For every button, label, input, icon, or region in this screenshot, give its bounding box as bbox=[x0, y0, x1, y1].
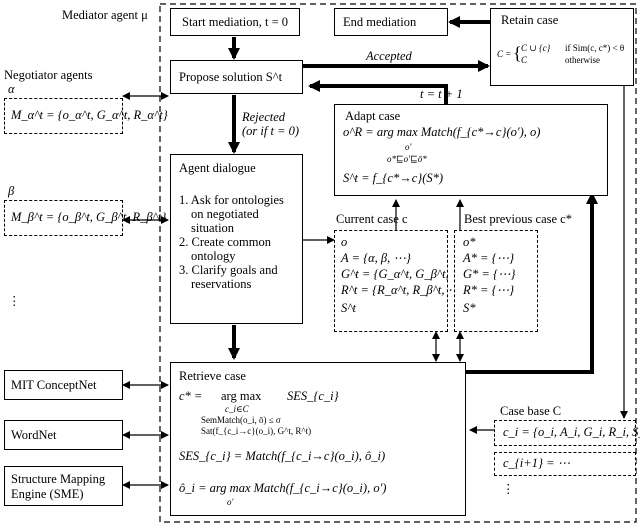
propose-solution-box: Propose solution S^t bbox=[170, 60, 303, 94]
dialogue-step-1c: situation bbox=[191, 221, 235, 235]
adapt-case-box: Adapt case o^R = arg max Match(f_{c*→c}(… bbox=[334, 104, 608, 196]
retain-case-title: Retain case bbox=[501, 13, 559, 27]
retrieve-eq1-rhs: SES_{c_i} bbox=[287, 389, 339, 403]
sme-label-line1: Structure Mapping bbox=[11, 472, 106, 486]
negotiator-alpha: M_α^t = {o_α^t, G_α^t, R_α^t} bbox=[4, 98, 168, 134]
alpha-label: α bbox=[8, 82, 15, 96]
case-base-ellipsis: ⋮ bbox=[502, 482, 515, 496]
increment-label: t = t + 1 bbox=[420, 87, 463, 101]
current-case-r: R^t = {R_α^t, R_β^t, ⋯} bbox=[341, 283, 466, 297]
retrieve-eq3-sub: o′ bbox=[227, 497, 234, 507]
dialogue-step-2a: 2. Create common bbox=[179, 235, 271, 249]
negotiator-beta: M_β^t = {o_β^t, G_β^t, R_β^t} bbox=[4, 200, 166, 236]
retain-cond2: otherwise bbox=[565, 55, 600, 65]
dialogue-step-1b: on negotiated bbox=[191, 207, 259, 221]
mediator-title: Mediator agent μ bbox=[62, 8, 148, 22]
retrieve-eq1-lhs: c* = bbox=[179, 389, 203, 403]
negotiators-title: Negotiator agents bbox=[4, 68, 93, 82]
conceptnet-box: MIT ConceptNet bbox=[4, 370, 123, 400]
retrieve-eq3: ô_i = arg max Match(f_{c_i→c}(o_i), o′) bbox=[179, 481, 387, 495]
current-case-title: Current case c bbox=[336, 212, 408, 226]
best-case-box: o* A* = {⋯} G* = {⋯} R* = {⋯} S* bbox=[454, 230, 538, 332]
negotiators-ellipsis: ⋮ bbox=[8, 294, 21, 308]
retrieve-cond1: SemMatch(o_i, ō) ≤ σ bbox=[201, 415, 281, 425]
case-base-item-2: c_{i+1} = ⋯ bbox=[494, 452, 636, 476]
adapt-case-title: Adapt case bbox=[345, 109, 401, 123]
adapt-under1: o′ bbox=[405, 142, 412, 152]
beta-label: β bbox=[8, 184, 15, 198]
current-case-a: A = {α, β, ⋯} bbox=[341, 251, 411, 265]
best-case-g: G* = {⋯} bbox=[463, 267, 516, 281]
wordnet-label: WordNet bbox=[11, 428, 57, 442]
retrieve-eq1-op: arg max bbox=[221, 389, 262, 403]
arrow-loop-increment bbox=[308, 80, 448, 104]
rejected-label: Rejected bbox=[242, 110, 286, 124]
adapt-eq2: S^t = f_{c*→c}(S*) bbox=[343, 171, 444, 185]
best-case-o: o* bbox=[463, 235, 476, 249]
end-mediation-box: End mediation bbox=[334, 8, 448, 36]
best-case-r: R* = {⋯} bbox=[463, 283, 515, 297]
beta-formula: M_β^t = {o_β^t, G_β^t, R_β^t} bbox=[11, 210, 167, 224]
mediator-frame bbox=[159, 3, 637, 523]
best-case-s: S* bbox=[463, 301, 476, 315]
retrieve-eq1-sub: c_i∈C bbox=[225, 404, 249, 414]
retrieve-case-box: Retrieve case c* = arg max c_i∈C SES_{c_… bbox=[170, 362, 466, 516]
current-case-box: o A = {α, β, ⋯} G^t = {G_α^t, G_β^t, ⋯} … bbox=[334, 230, 469, 332]
current-case-g: G^t = {G_α^t, G_β^t, ⋯} bbox=[341, 267, 470, 281]
retain-case1: C ∪ {c} bbox=[521, 43, 551, 53]
adapt-eq1: o^R = arg max Match(f_{c*→c}(o′), o) bbox=[343, 125, 541, 139]
case-base-item-1: c_i = {o_i, A_i, G_i, R_i, S_i} bbox=[494, 420, 640, 446]
start-mediation-label: Start mediation, t = 0 bbox=[182, 14, 288, 29]
retain-case-box: Retain case C = { C ∪ {c} if Sim(c, c*) … bbox=[490, 8, 634, 86]
agent-dialogue-title: Agent dialogue bbox=[179, 161, 256, 175]
conceptnet-label: MIT ConceptNet bbox=[11, 378, 97, 392]
loop-retrieve-right bbox=[466, 198, 594, 374]
retain-case-lhs: C = bbox=[497, 49, 512, 59]
dialogue-step-3b: reservations bbox=[191, 277, 252, 291]
retrieve-cond2: Sat(f_{c_i→c}(o_i), G^t, R^t) bbox=[201, 426, 312, 436]
retrieve-case-title: Retrieve case bbox=[179, 369, 246, 383]
propose-solution-label: Propose solution S^t bbox=[179, 70, 283, 84]
dialogue-step-3a: 3. Clarify goals and bbox=[179, 263, 278, 277]
retain-cond1: if Sim(c, c*) < θ bbox=[565, 43, 625, 53]
best-case-a: A* = {⋯} bbox=[463, 251, 515, 265]
alpha-formula: M_α^t = {o_α^t, G_α^t, R_α^t} bbox=[11, 108, 168, 122]
case-base-title: Case base C bbox=[500, 404, 562, 418]
retain-case2: C bbox=[521, 55, 528, 65]
retrieve-eq2: SES_{c_i} = Match(f_{c_i→c}(o_i), ô_i) bbox=[179, 449, 386, 463]
sme-box: Structure Mapping Engine (SME) bbox=[4, 466, 123, 506]
end-mediation-label: End mediation bbox=[343, 15, 417, 29]
sme-label-line2: Engine (SME) bbox=[11, 487, 84, 501]
start-mediation-box: Start mediation, t = 0 bbox=[170, 8, 300, 36]
agent-dialogue-box: Agent dialogue 1. Ask for ontologies on … bbox=[170, 154, 303, 324]
dialogue-step-1a: 1. Ask for ontologies bbox=[179, 193, 284, 207]
case-base-item-2-label: c_{i+1} = ⋯ bbox=[503, 456, 571, 470]
best-case-title: Best previous case c* bbox=[464, 212, 572, 226]
adapt-under2: o*⊑o′⊑ō* bbox=[387, 154, 427, 164]
wordnet-box: WordNet bbox=[4, 420, 123, 450]
rejected-condition: (or if t = 0) bbox=[242, 124, 300, 138]
current-case-s: S^t bbox=[341, 301, 356, 315]
dialogue-step-2b: ontology bbox=[191, 249, 236, 263]
accepted-label: Accepted bbox=[366, 49, 412, 63]
retain-brace: { bbox=[513, 43, 522, 63]
case-base-item-1-label: c_i = {o_i, A_i, G_i, R_i, S_i} bbox=[503, 425, 640, 439]
current-case-o: o bbox=[341, 235, 348, 249]
